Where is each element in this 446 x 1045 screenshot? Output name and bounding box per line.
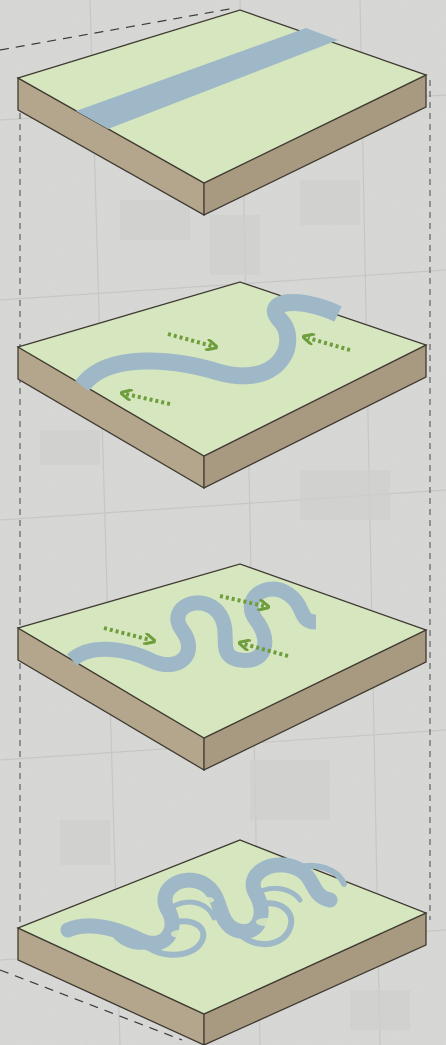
river-evolution-diagram bbox=[0, 0, 446, 1045]
diagram-canvas bbox=[0, 0, 446, 1045]
